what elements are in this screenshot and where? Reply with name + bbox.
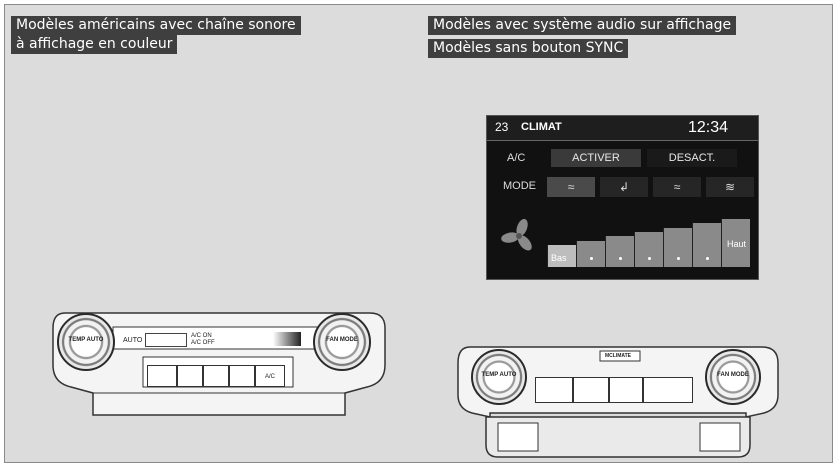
- ac-label: A/C: [507, 152, 526, 164]
- right-panel-temp-knob[interactable]: TEMP AUTO: [471, 349, 527, 405]
- right-defrost-button[interactable]: [609, 377, 643, 403]
- illustration-frame: Modèles américains avec chaîne sonore à …: [4, 4, 833, 463]
- fan-low-label: Bas: [551, 253, 567, 263]
- display-auto: AUTO: [123, 337, 143, 344]
- front-defrost-button[interactable]: [203, 365, 229, 387]
- mode-label: MODE: [503, 180, 536, 192]
- floor-vent-icon[interactable]: ≈: [653, 177, 701, 197]
- face-vent-icon[interactable]: ≈: [547, 177, 595, 197]
- fan-icon: [501, 218, 532, 251]
- screen-clock: 12:34: [687, 119, 728, 136]
- no-sync-label: Modèles sans bouton SYNC: [428, 39, 629, 58]
- screen-header: 23 CLIMAT 12:34: [487, 116, 758, 141]
- fan-speed-step[interactable]: [547, 245, 576, 267]
- floor-defrost-icon[interactable]: ≋: [706, 177, 754, 197]
- left-temp-knob[interactable]: TEMP AUTO: [57, 313, 115, 371]
- ac-button[interactable]: A/C: [255, 365, 285, 387]
- ac-off-button[interactable]: DESACT.: [647, 149, 737, 167]
- right-panel-fan-knob[interactable]: FAN MODE: [705, 349, 761, 405]
- right-recirculation-button[interactable]: [535, 377, 573, 403]
- mode-button[interactable]: [229, 365, 255, 387]
- fan-speed-step[interactable]: [663, 227, 692, 267]
- rear-defrost-button[interactable]: [177, 365, 203, 387]
- fan-speed-step[interactable]: [634, 232, 663, 267]
- ac-on-button[interactable]: ACTIVER: [551, 149, 641, 167]
- right-fresh-air-button[interactable]: [573, 377, 609, 403]
- fan-speed-step[interactable]: [721, 219, 750, 267]
- fan-speed-step[interactable]: [576, 240, 605, 267]
- us-climate-control-panel: [52, 312, 386, 416]
- panel-brand-label: MCLIMATE: [605, 353, 632, 359]
- fan-speed-step[interactable]: [605, 236, 634, 267]
- bi-level-icon[interactable]: ↲: [600, 177, 648, 197]
- screen-number: 23: [495, 120, 509, 134]
- temp-digits-display: [145, 333, 187, 347]
- fan-speed-step[interactable]: [692, 223, 721, 267]
- ac-status-display: A/C ON A/C OFF: [191, 333, 215, 346]
- us-models-label-line2: à affichage en couleur: [11, 35, 178, 54]
- recirculation-button[interactable]: [147, 365, 177, 387]
- fan-high-label: Haut: [727, 239, 747, 249]
- us-models-label-line1: Modèles américains avec chaîne sonore: [11, 16, 301, 35]
- right-rear-defrost-button[interactable]: [643, 377, 693, 403]
- climate-screen: 23 CLIMAT 12:34 A/C ACTIVER DESACT. MODE…: [486, 115, 759, 280]
- screen-title: CLIMAT: [521, 121, 562, 133]
- fan-level-display: [273, 332, 301, 346]
- display-audio-label: Modèles avec système audio sur affichage: [428, 16, 737, 35]
- right-fan-knob[interactable]: FAN MODE: [313, 313, 371, 371]
